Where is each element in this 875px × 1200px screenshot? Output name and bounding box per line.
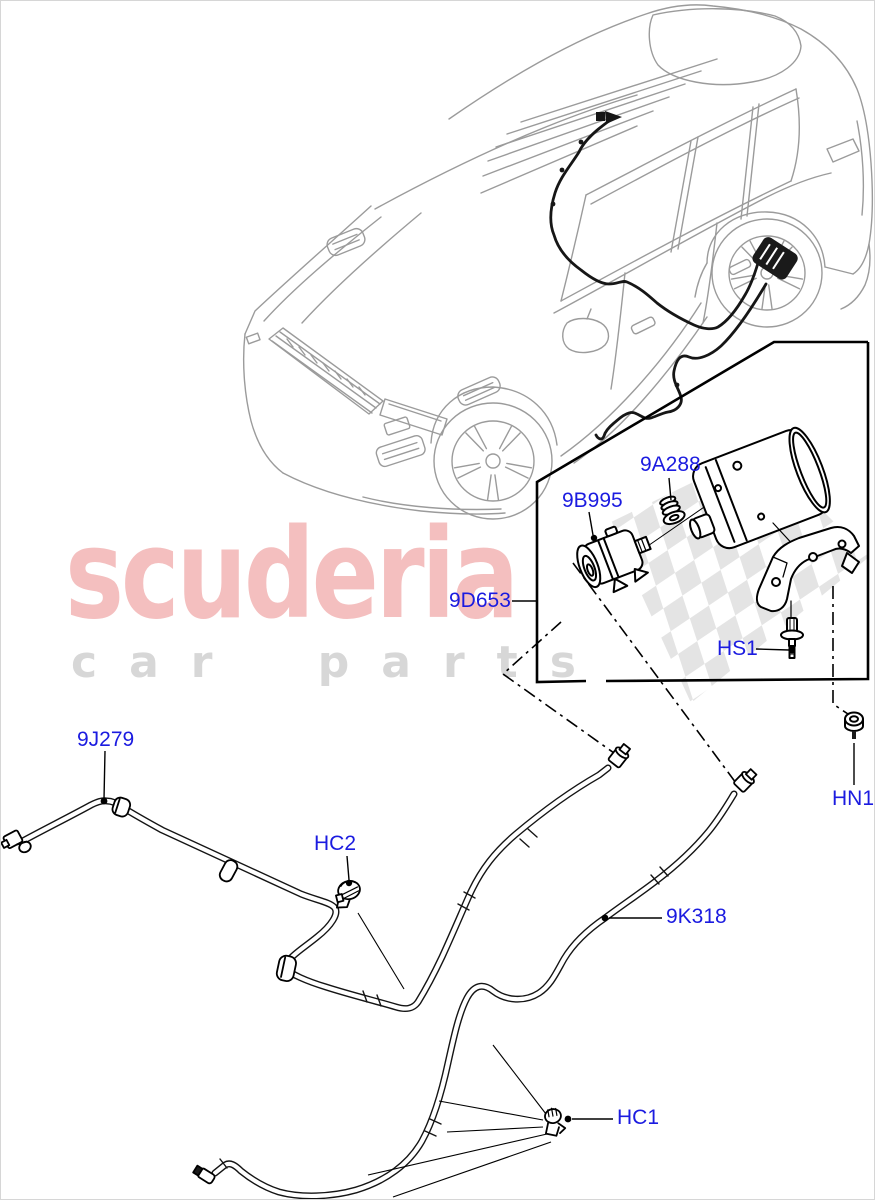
harness-connector-icon xyxy=(550,111,680,388)
part-label-hs1[interactable]: HS1 xyxy=(717,637,758,660)
pipe-ring xyxy=(218,859,239,883)
watermark-brand: scuderia xyxy=(65,503,519,647)
pipe-end-connector-left xyxy=(1,829,32,854)
pipe-clip xyxy=(111,796,132,818)
part-label-hn1[interactable]: HN1 xyxy=(832,787,875,810)
rear-wheel xyxy=(711,218,823,328)
part-label-9j279[interactable]: 9J279 xyxy=(77,728,135,751)
inset-box xyxy=(535,340,870,684)
pointer-dash-lines xyxy=(501,562,849,784)
pipe-9k318 xyxy=(211,790,738,1199)
pipe-connector-2 xyxy=(733,768,758,793)
clip-hc1 xyxy=(544,1107,567,1137)
nut-hn1 xyxy=(844,711,864,739)
harness-canister-icon xyxy=(752,237,798,280)
part-label-9b995[interactable]: 9B995 xyxy=(562,489,623,512)
part-label-9a288[interactable]: 9A288 xyxy=(640,453,701,476)
part-label-hc2[interactable]: HC2 xyxy=(314,832,357,855)
part-label-9d653[interactable]: 9D653 xyxy=(449,589,511,612)
canister-body xyxy=(689,426,831,550)
pipe-connector-1 xyxy=(607,743,631,769)
fuel-pipes xyxy=(17,764,738,1199)
pipe-fittings xyxy=(1,743,758,1185)
mounting-bracket xyxy=(755,526,860,613)
pipe-end-cap xyxy=(192,1164,216,1185)
part-label-hc1[interactable]: HC1 xyxy=(617,1106,660,1129)
canister-assembly xyxy=(576,426,864,739)
leader-dots xyxy=(100,534,796,1123)
grommet-bushing xyxy=(659,495,686,526)
watermark-tagline: car parts xyxy=(71,637,608,688)
pipe-grommet xyxy=(275,954,297,982)
leader-lines xyxy=(103,477,855,1198)
pipe-9j279 xyxy=(17,764,612,1013)
front-wheel xyxy=(433,402,553,520)
purge-pump xyxy=(576,525,652,594)
part-label-9k318[interactable]: 9K318 xyxy=(666,905,727,928)
vehicle-harness xyxy=(549,117,768,441)
